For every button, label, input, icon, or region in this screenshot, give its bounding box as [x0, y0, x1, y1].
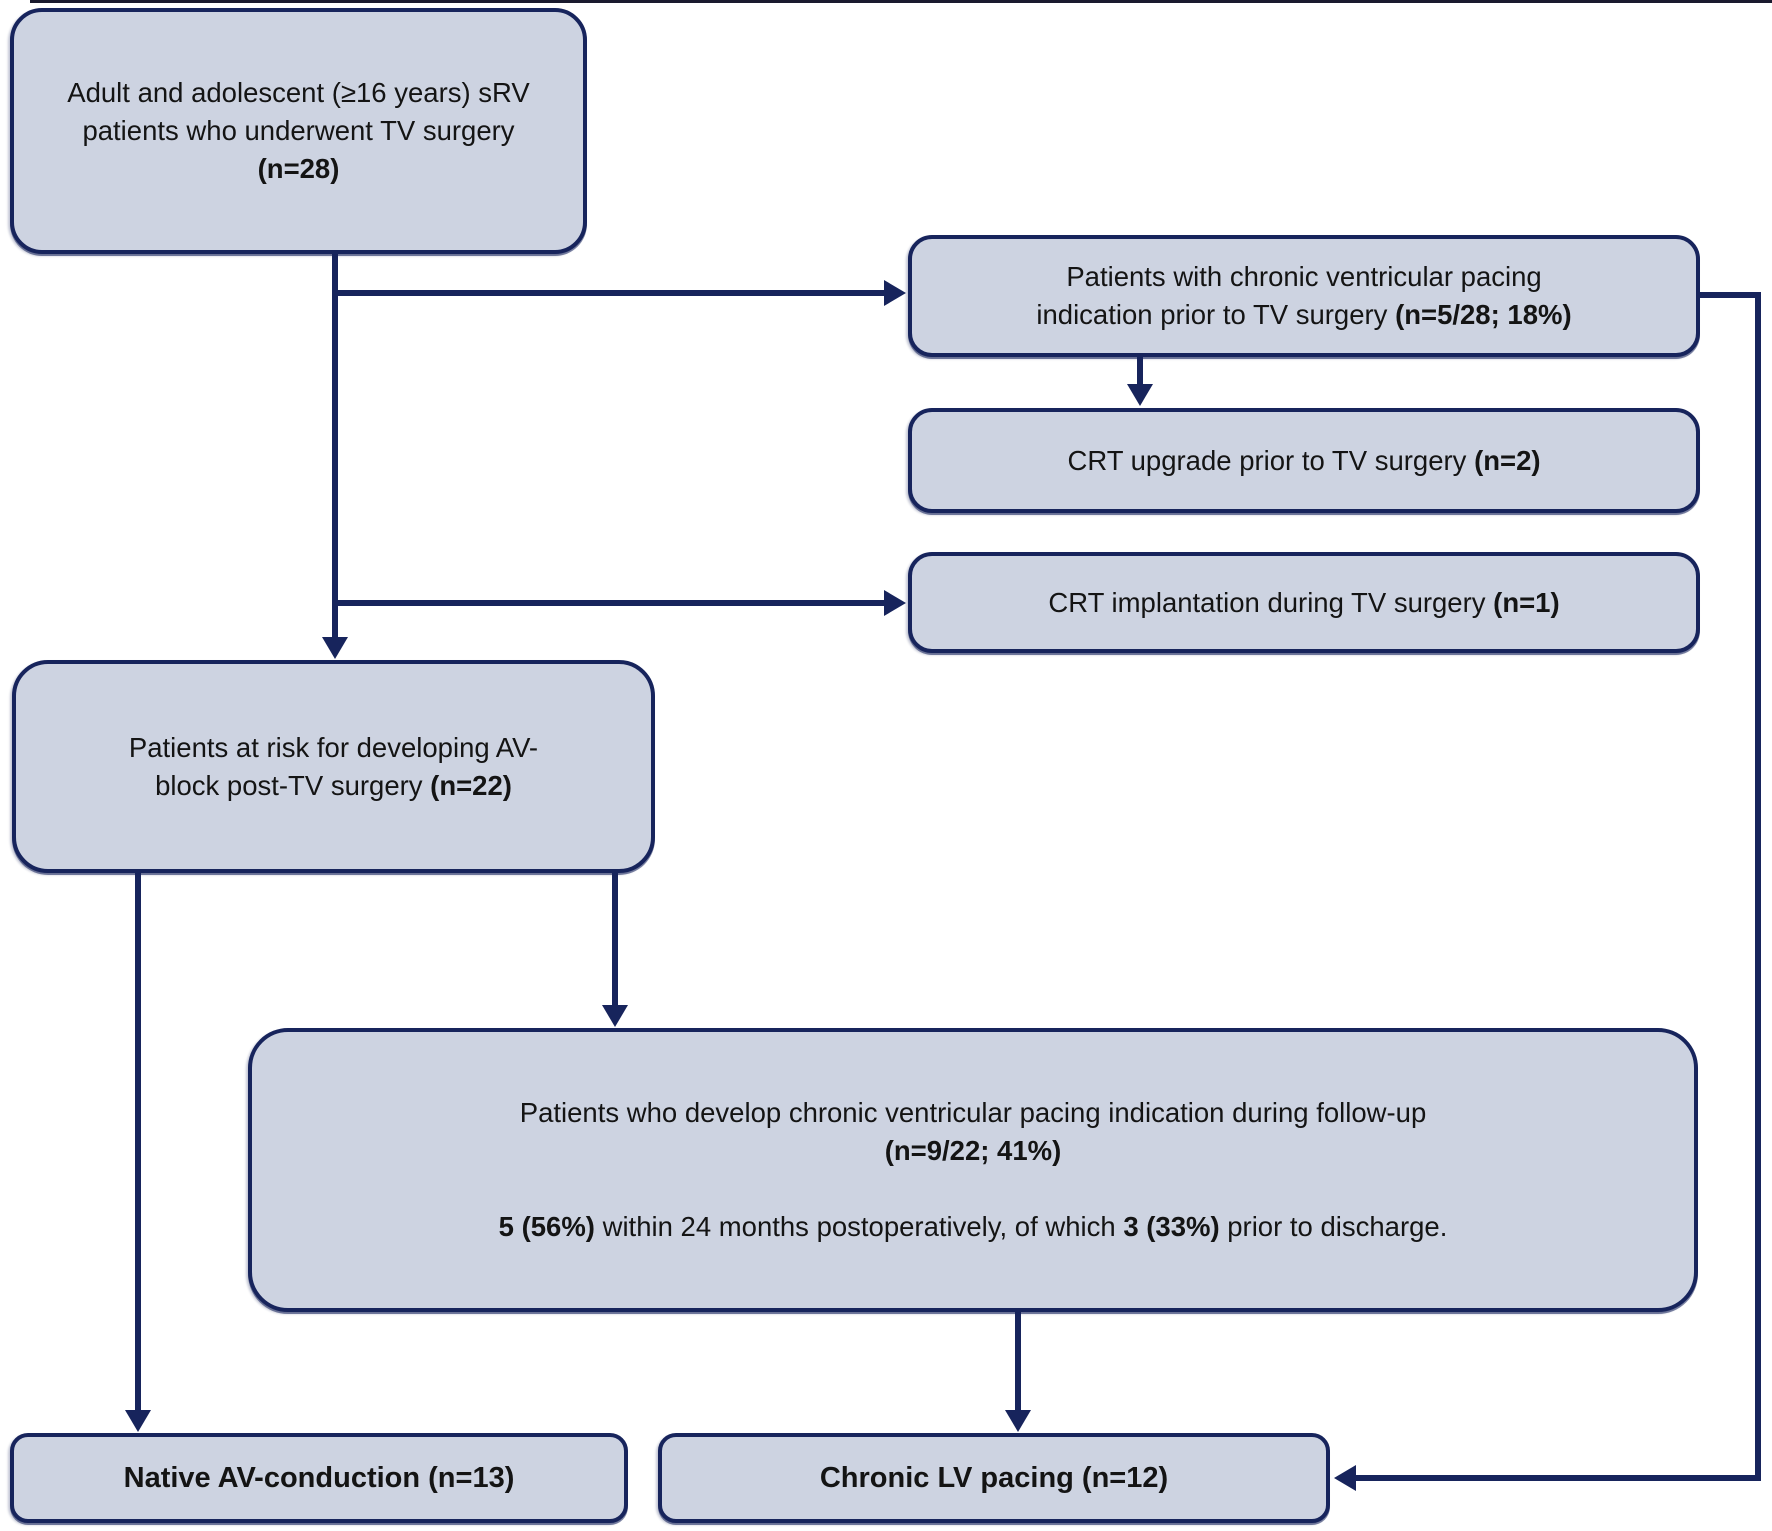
- box-prior-pacing-count: (n=5/28; 18%): [1395, 299, 1572, 330]
- box-crt-upgrade: CRT upgrade prior to TV surgery (n=2): [908, 408, 1700, 513]
- box-total-cohort: Adult and adolescent (≥16 years) sRV pat…: [10, 8, 587, 254]
- box-prior-pacing-indication: Patients with chronic ventricular pacing…: [908, 235, 1700, 357]
- connector-priorpacing-to-chroniclv-arrowhead: [1334, 1465, 1356, 1491]
- connector-priorpacing-to-crtupgrade-arrowhead: [1127, 384, 1153, 406]
- connector-total-to-priorpacing-segment: [335, 290, 886, 296]
- box-at-risk-count: (n=22): [430, 769, 512, 801]
- connector-atrisk-to-developpacing-segment: [612, 871, 618, 1007]
- box-crt-implantation-label: CRT implantation during TV surgery (n=1): [1048, 586, 1560, 618]
- box-native-av-label: Native AV-conduction (n=13): [123, 1462, 515, 1494]
- connector-atrisk-to-nativeav-arrowhead: [125, 1410, 151, 1432]
- box-developed-pacing-line1: Patients who develop chronic ventricular…: [519, 1097, 1427, 1128]
- connector-developpacing-to-chroniclv-arrowhead: [1005, 1410, 1031, 1432]
- box-total-cohort-line1: Adult and adolescent (≥16 years) sRV: [67, 77, 530, 108]
- connector-priorpacing-to-chroniclv-segment-right: [1755, 292, 1761, 1481]
- box-developed-pacing-detail-bold2: 3 (33%): [1123, 1211, 1220, 1242]
- box-developed-pacing-detail-bold1: 5 (56%): [498, 1211, 595, 1242]
- top-border-line: [30, 0, 1772, 3]
- box-chronic-lv-label: Chronic LV pacing (n=12): [819, 1462, 1169, 1494]
- box-developed-pacing-detail: 5 (56%) within 24 months postoperatively…: [498, 1211, 1448, 1242]
- box-crt-upgrade-label: CRT upgrade prior to TV surgery (n=2): [1067, 444, 1541, 476]
- box-crt-implantation-count: (n=1): [1493, 586, 1560, 618]
- connector-priorpacing-to-chroniclv-segment-bottom: [1354, 1475, 1761, 1481]
- box-chronic-lv-pacing: Chronic LV pacing (n=12): [658, 1433, 1330, 1523]
- box-crt-implantation: CRT implantation during TV surgery (n=1): [908, 552, 1700, 653]
- connector-priorpacing-to-crtupgrade-segment: [1137, 355, 1143, 386]
- box-native-av-conduction: Native AV-conduction (n=13): [10, 1433, 628, 1523]
- connector-total-to-priorpacing-arrowhead: [884, 280, 906, 306]
- box-at-risk-line1: Patients at risk for developing AV-: [128, 731, 539, 763]
- box-developed-pacing-count: (n=9/22; 41%): [884, 1135, 1062, 1166]
- box-at-risk-line2: block post-TV surgery (n=22): [155, 769, 512, 801]
- connector-atrisk-to-nativeav-segment: [135, 871, 141, 1411]
- box-prior-pacing-line2: indication prior to TV surgery (n=5/28; …: [1036, 299, 1572, 330]
- box-total-cohort-count: (n=28): [257, 153, 340, 184]
- connector-priorpacing-to-chroniclv-segment-top: [1698, 292, 1761, 298]
- connector-total-to-crtimplantation-arrowhead: [884, 590, 906, 616]
- connector-developpacing-to-chroniclv-segment: [1015, 1310, 1021, 1412]
- box-crt-upgrade-count: (n=2): [1474, 444, 1541, 476]
- connector-total-to-crtimplantation-segment: [335, 600, 886, 606]
- box-prior-pacing-line1: Patients with chronic ventricular pacing: [1066, 261, 1542, 292]
- box-at-risk: Patients at risk for developing AV- bloc…: [12, 660, 655, 873]
- box-total-cohort-line2: patients who underwent TV surgery: [82, 115, 515, 146]
- box-developed-pacing-indication: Patients who develop chronic ventricular…: [248, 1028, 1698, 1312]
- connector-atrisk-to-developpacing-arrowhead: [602, 1005, 628, 1027]
- connector-total-to-atrisk-segment: [332, 253, 338, 639]
- connector-total-to-atrisk-arrowhead: [322, 637, 348, 659]
